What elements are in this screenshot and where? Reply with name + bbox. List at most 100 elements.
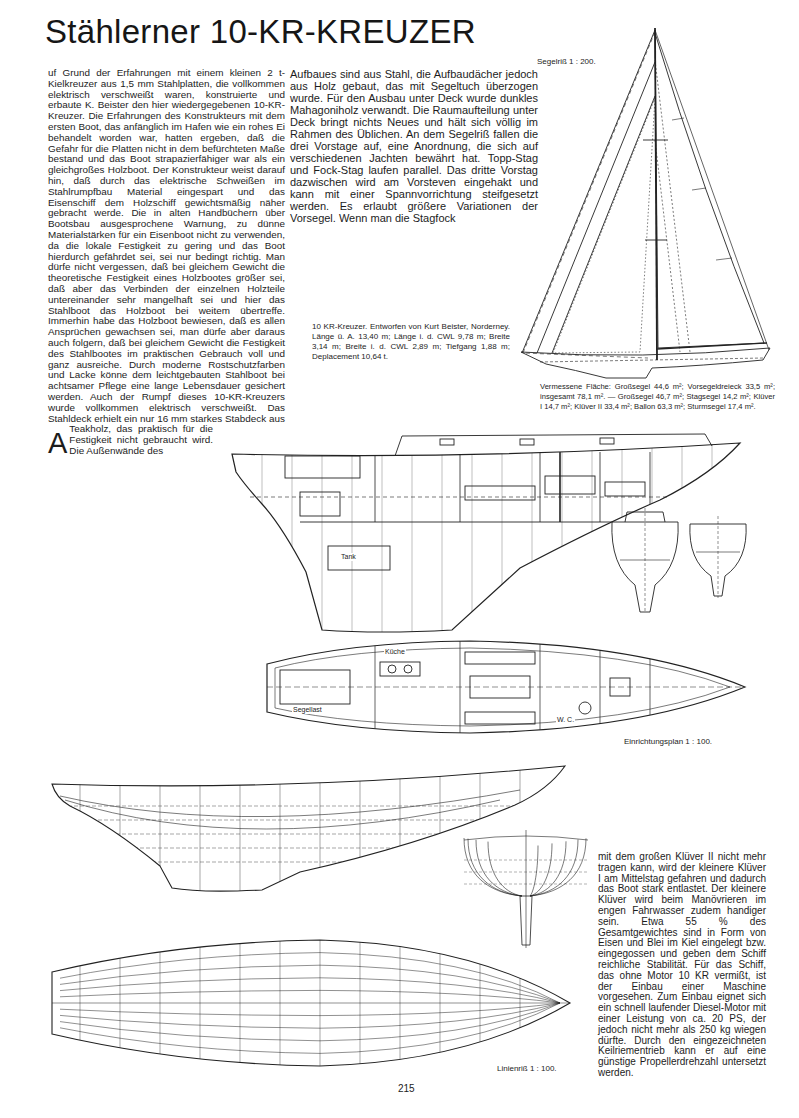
cockpit [285,456,360,478]
bunk [465,486,535,500]
waterline [464,860,588,861]
frame-line [262,430,263,640]
frame-line [322,430,323,640]
interior-details [262,430,712,640]
fock-stay [552,96,655,353]
mast [655,28,657,360]
frame-line [652,430,653,640]
section-curve [476,840,522,896]
section-centerline [645,508,646,612]
section-outline [690,524,746,596]
table [470,676,530,698]
room-label: Tank [340,553,357,561]
keel-fin [520,896,532,945]
hull-outline [232,443,740,632]
topp-stay [522,30,655,353]
jib-outline [523,32,655,358]
porthole [520,439,534,445]
bulkhead [650,640,651,735]
hull-profile [52,766,565,891]
toilet [579,702,591,714]
section-curve [530,838,586,896]
backstay [655,30,769,350]
scale-note: Einrichtungsplan 1 : 100. [624,737,712,747]
station-line [80,760,81,896]
stove [388,665,396,673]
bulkhead [375,452,376,522]
bulkhead [540,640,541,735]
lines-profile [50,760,570,896]
frame-line [292,430,293,640]
station-line [320,760,321,896]
station-line [360,935,361,1070]
middle-stay [537,62,655,353]
mainsail [655,33,764,348]
centerline [267,687,745,688]
frame-line [382,430,383,640]
section-centerline [718,516,719,598]
stove [404,665,412,673]
sail-plan [521,28,770,378]
page-number: 215 [398,1083,415,1095]
station-line [240,760,241,896]
frame-line [682,430,683,640]
station-line [440,935,441,1070]
station-line [320,935,321,1070]
waterline [50,848,570,849]
deckhouse [395,434,712,456]
section-curve [464,838,522,896]
boom [657,343,767,349]
frame-line [532,430,533,640]
station-line [440,760,441,896]
waterline [50,862,570,863]
waterline [50,820,570,821]
station-line [160,935,161,1070]
frame-line [442,430,443,640]
galley [380,662,420,676]
plan-details [267,640,745,735]
bunk [465,652,535,664]
mast-foot [559,436,561,522]
room-label: W. C. [556,716,575,724]
frame-line [502,430,503,640]
buttock-line [65,800,500,829]
station-line [480,935,481,1070]
buttock-line [60,790,520,817]
bunk [465,712,535,724]
station-line [520,935,521,1070]
section-curve [530,840,578,897]
body-plan [464,830,588,948]
station-line [400,935,401,1070]
waterline-grid [52,935,570,1070]
waterline-curve [60,953,560,1054]
waterline-curve [60,990,560,1015]
body-text: Auf Grund der Erfahrungen mit einem klei… [48,68,285,850]
batten [692,188,706,190]
spreader [643,140,668,141]
interior-profile [232,430,740,640]
station-line [200,760,201,896]
page-title: Stählerner 10-KR-KREUZER [45,12,476,52]
bulkhead [600,452,601,522]
porthole [440,439,454,445]
staysail-outline [553,98,655,353]
section-curve [530,843,552,896]
figure-caption: 10 KR-Kreuzer. Entworfen von Kurt Beiste… [312,322,510,362]
tank [328,546,390,570]
batten [716,258,732,260]
section-curve [530,841,566,896]
station-line [520,760,521,896]
waterline-plan [52,935,570,1070]
room-label: Küche [384,648,406,656]
section-curve [488,842,522,896]
frame-line [352,430,353,640]
cockpit [280,670,350,704]
centerline [52,1003,570,1004]
waterline-curve [60,978,560,1028]
shroud [655,140,680,352]
scale-note: Linienriß 1 : 100. [497,1064,557,1074]
deck-line [464,836,588,840]
bulkhead [375,640,376,735]
frame-line [412,430,413,640]
